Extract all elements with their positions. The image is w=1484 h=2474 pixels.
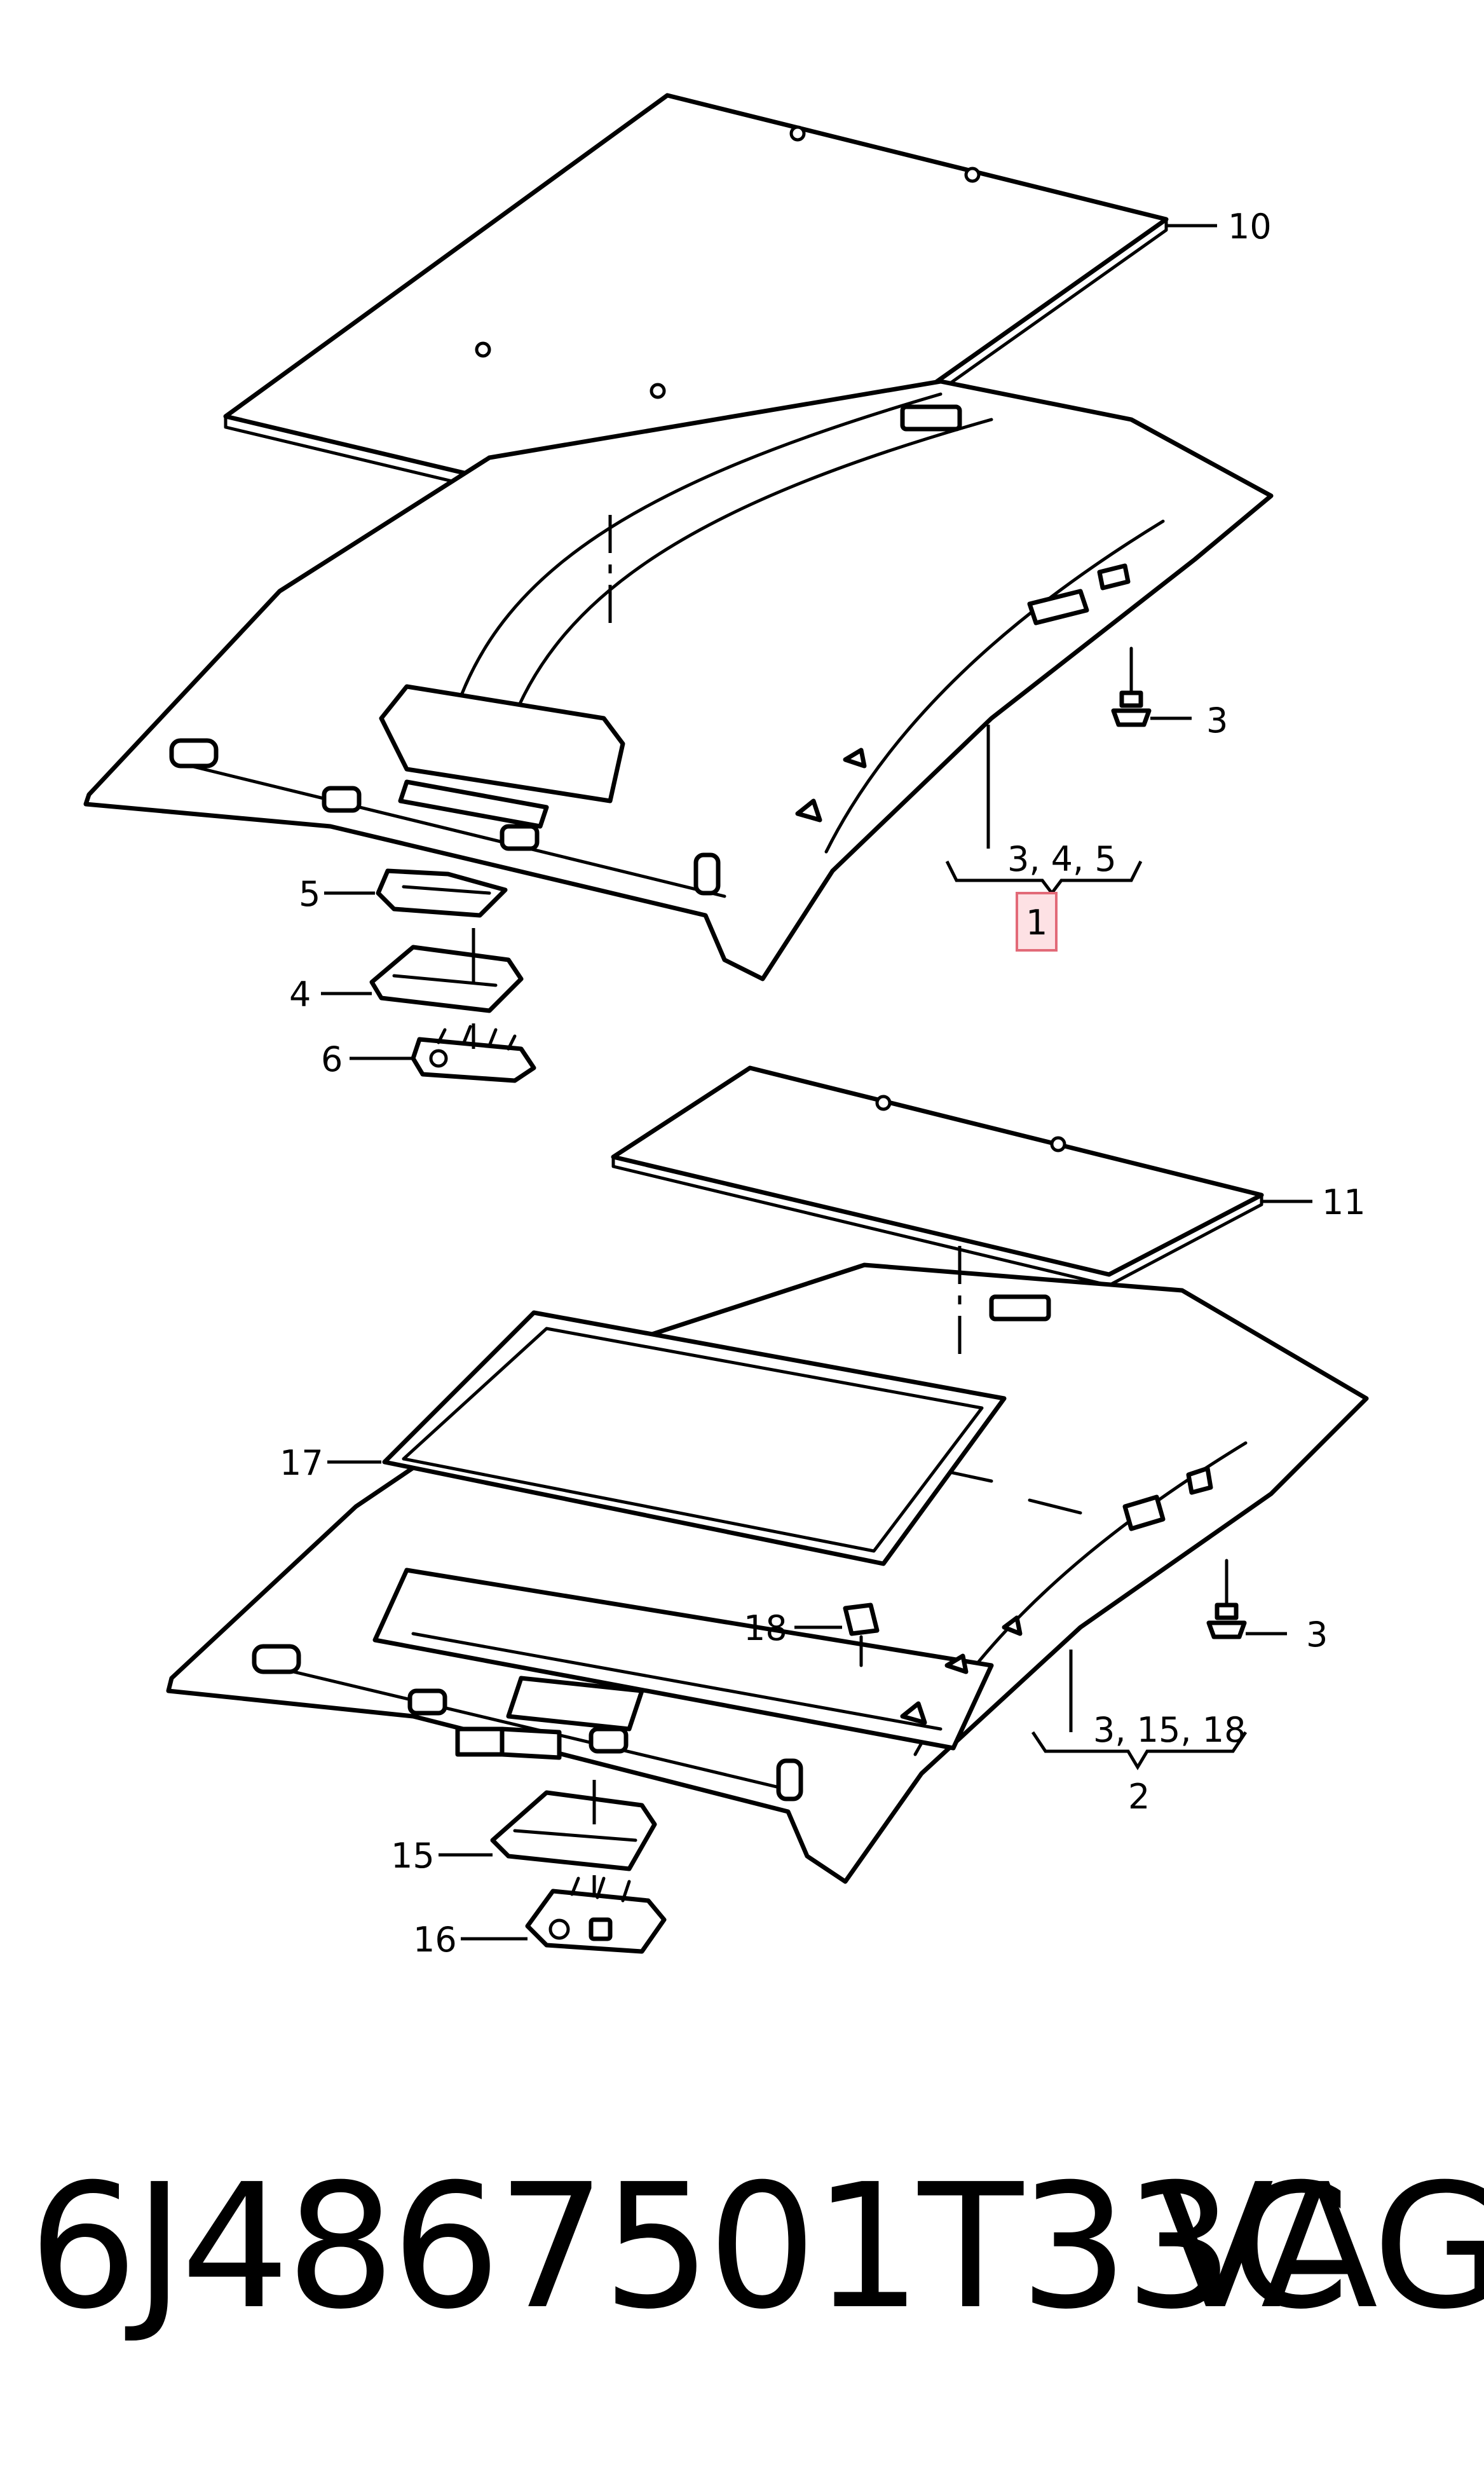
callout-3-15-18: 3, 15, 18 — [1093, 1710, 1246, 1750]
callout-10: 10 — [1228, 207, 1272, 247]
brand-text: VAG — [1157, 2147, 1484, 2347]
bottom-headliner-2 — [166, 1262, 1369, 1884]
part-number-text: 6J4867501T33C — [29, 2147, 1350, 2347]
callout-16: 16 — [413, 1920, 457, 1960]
callout-1: 1 — [1026, 903, 1047, 943]
callout-6: 6 — [321, 1039, 343, 1079]
callout-3-bottom: 3 — [1306, 1615, 1328, 1655]
top-lamp-lens-4 — [369, 945, 524, 1013]
bottom-clip-18 — [843, 1603, 880, 1667]
callout-1-highlight — [1016, 892, 1058, 952]
top-lamp-frame-5 — [376, 868, 508, 918]
callout-17: 17 — [280, 1443, 323, 1483]
top-clip-screw-3 — [1111, 646, 1152, 727]
bottom-lamp-lens-15 — [490, 1790, 657, 1871]
top-headliner-1 — [83, 379, 1274, 981]
callout-4: 4 — [289, 974, 311, 1015]
callout-2: 2 — [1128, 1777, 1150, 1817]
bottom-roof-panel-11 — [611, 1065, 1264, 1287]
callout-11: 11 — [1322, 1182, 1366, 1222]
callout-3-top: 3 — [1206, 701, 1228, 741]
callout-15: 15 — [391, 1836, 435, 1876]
callout-3-4-5: 3, 4, 5 — [1007, 839, 1117, 879]
bottom-clip-screw-3 — [1206, 1559, 1247, 1639]
bottom-sunroof-seal-17 — [382, 1310, 1007, 1566]
bottom-lamp-unit-16 — [525, 1876, 667, 1954]
callout-5: 5 — [299, 874, 320, 914]
callout-18: 18 — [744, 1608, 787, 1648]
